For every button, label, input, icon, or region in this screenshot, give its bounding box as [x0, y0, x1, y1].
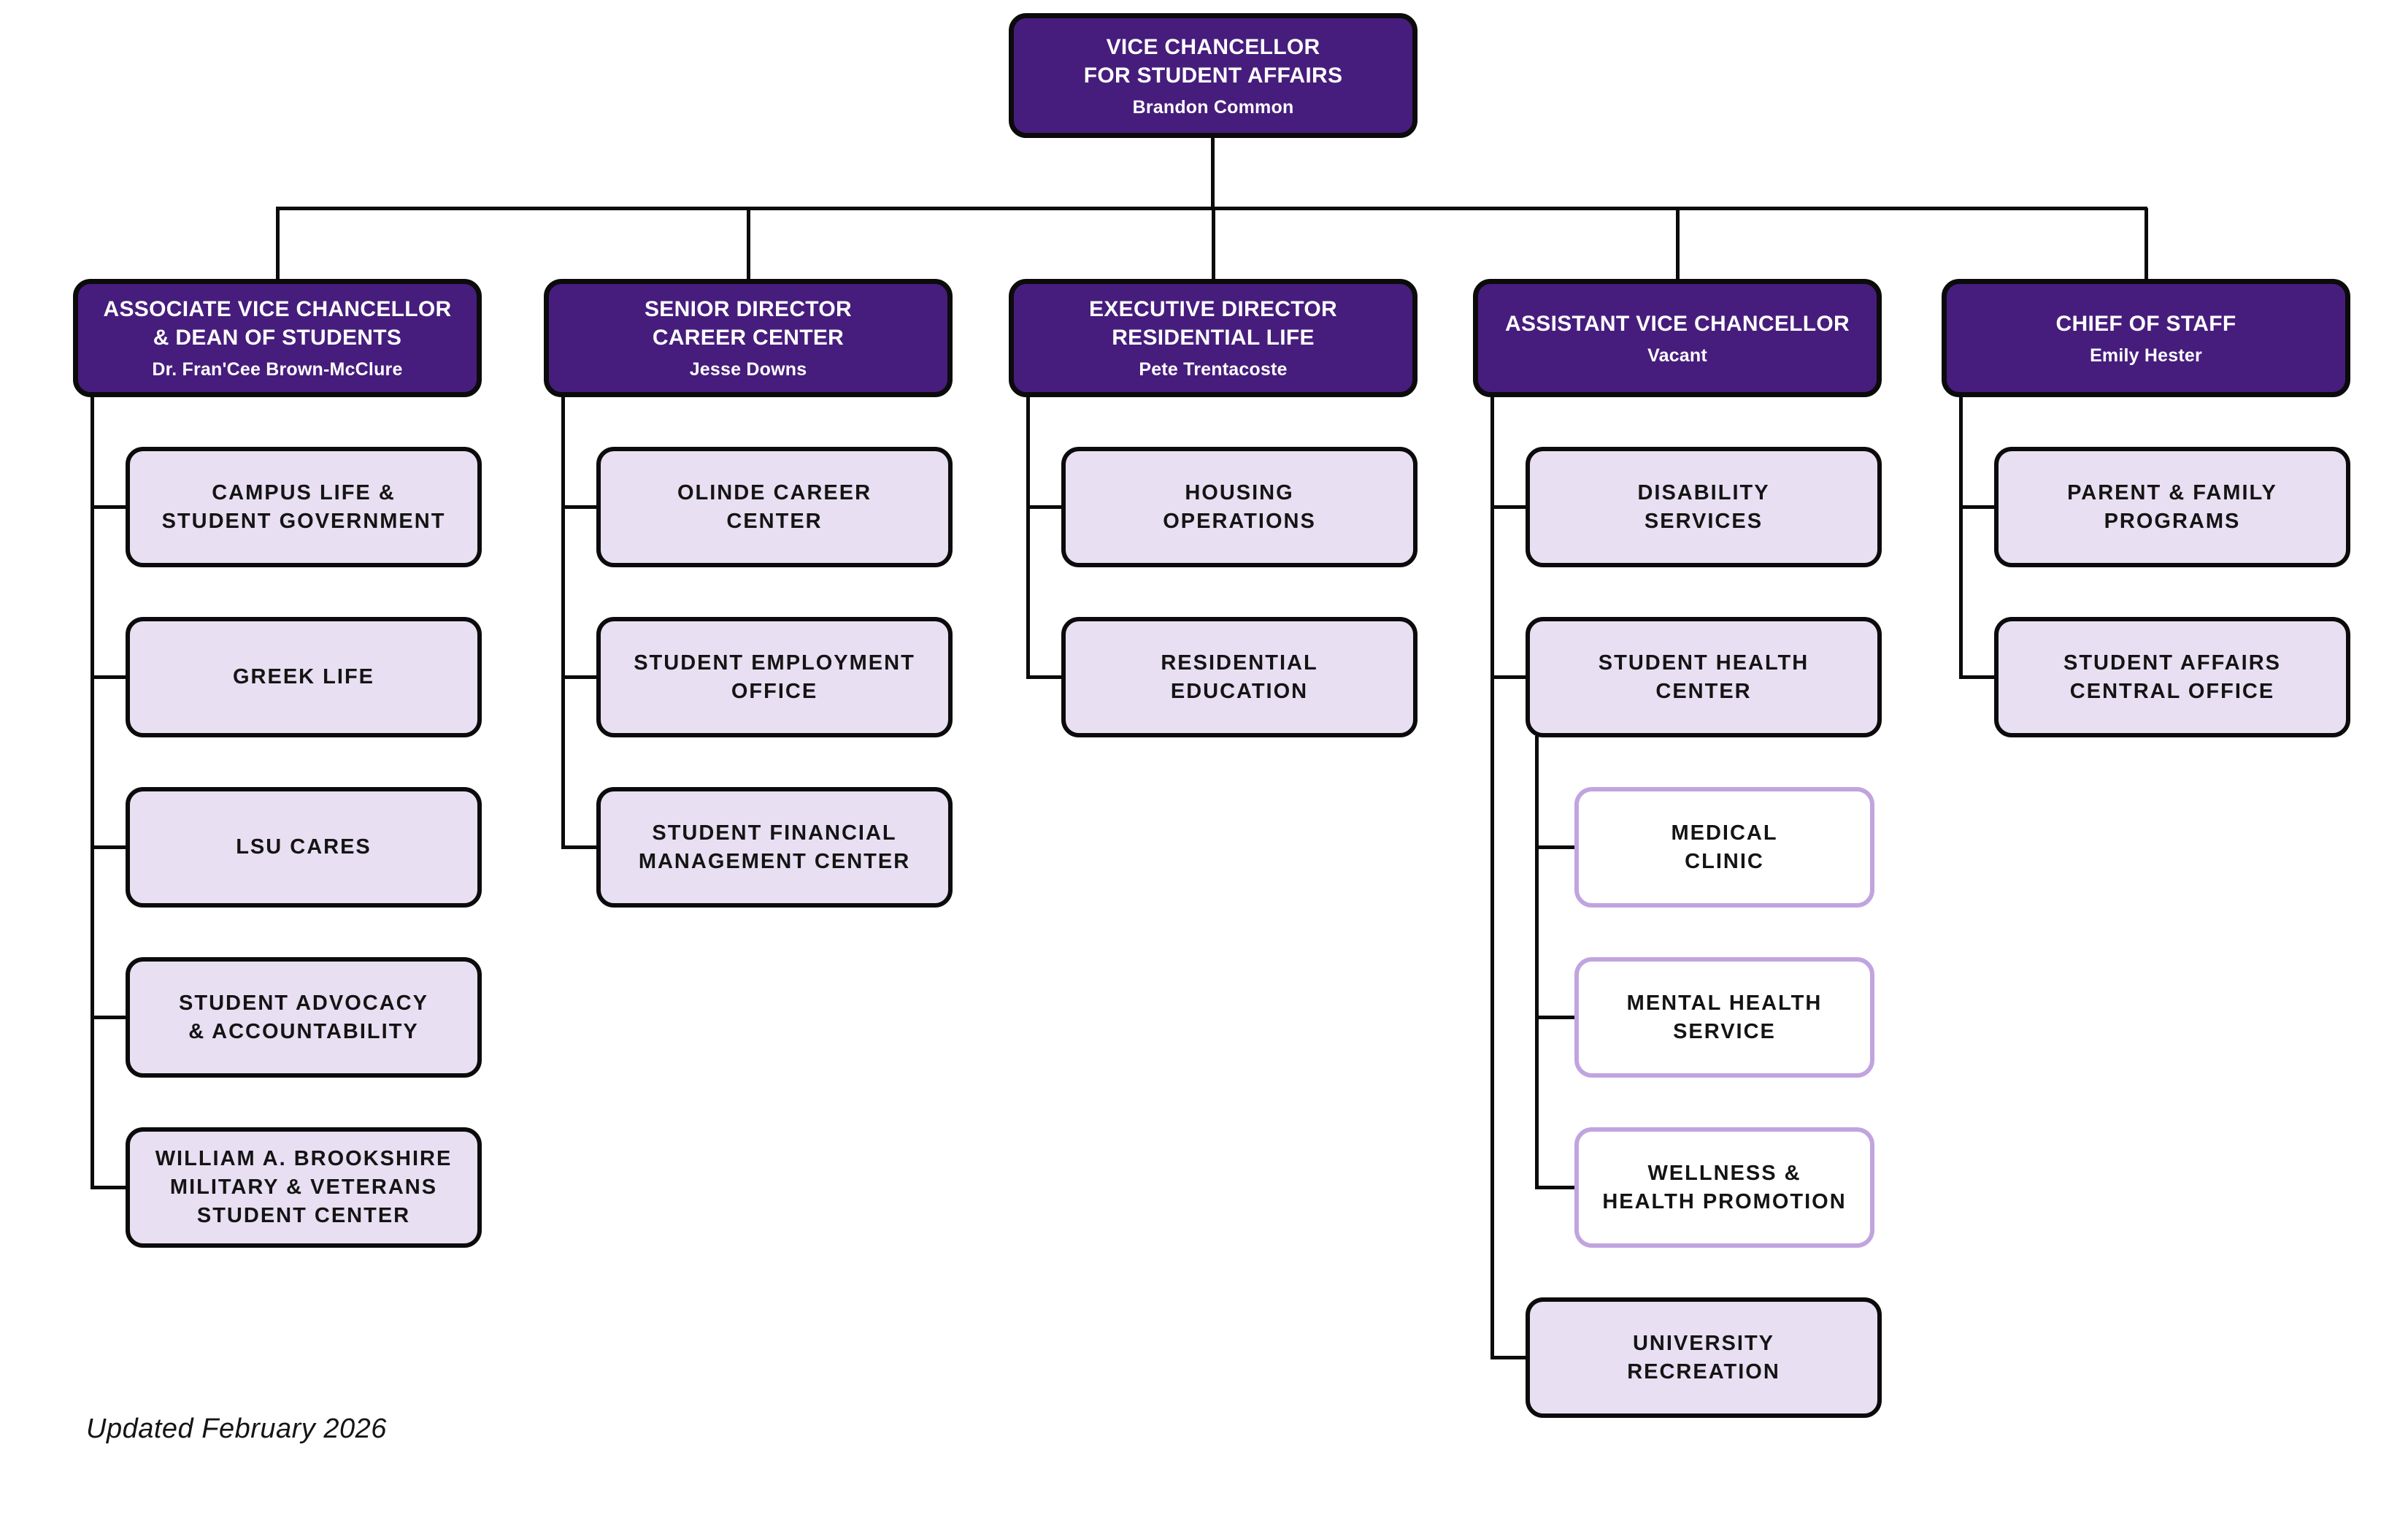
- connector-stub: [1026, 675, 1063, 679]
- updated-date-label: Updated February 2026: [86, 1413, 387, 1444]
- connector-stub: [1490, 1356, 1527, 1359]
- org-box-chief-of-staff: CHIEF OF STAFF Emily Hester: [1942, 279, 2350, 397]
- connector-stub: [1026, 505, 1063, 509]
- connector-stub: [1490, 675, 1527, 679]
- org-box-student-financial-management: STUDENT FINANCIAL MANAGEMENT CENTER: [596, 787, 953, 908]
- connector-branch3-vertical: [1026, 397, 1030, 678]
- org-box-senior-director-career: SENIOR DIRECTOR CAREER CENTER Jesse Down…: [544, 279, 953, 397]
- connector-drop-branch-2: [747, 208, 750, 279]
- box-label: PARENT & FAMILY PROGRAMS: [2067, 480, 2277, 533]
- box-title: SENIOR DIRECTOR CAREER CENTER: [645, 297, 852, 350]
- box-title: ASSOCIATE VICE CHANCELLOR & DEAN OF STUD…: [103, 297, 452, 350]
- org-box-mental-health-service: MENTAL HEALTH SERVICE: [1574, 957, 1874, 1078]
- box-label: STUDENT AFFAIRS CENTRAL OFFICE: [2063, 651, 2281, 703]
- connector-stub: [1535, 845, 1574, 849]
- org-box-assoc-vice-chancellor-dean: ASSOCIATE VICE CHANCELLOR & DEAN OF STUD…: [73, 279, 482, 397]
- connector-stub: [561, 675, 598, 679]
- box-person-name: Dr. Fran'Cee Brown-McClure: [152, 359, 403, 380]
- box-label: LSU CARES: [236, 835, 372, 859]
- box-person-name: Pete Trentacoste: [1139, 359, 1288, 380]
- org-box-campus-life-student-government: CAMPUS LIFE & STUDENT GOVERNMENT: [126, 447, 482, 567]
- connector-stub: [91, 1186, 127, 1189]
- box-label: MENTAL HEALTH SERVICE: [1626, 991, 1823, 1043]
- org-box-lsu-cares: LSU CARES: [126, 787, 482, 908]
- connector-stub: [561, 505, 598, 509]
- box-label: MEDICAL CLINIC: [1671, 821, 1778, 873]
- connector-stub: [91, 675, 127, 679]
- box-label: RESIDENTIAL EDUCATION: [1161, 651, 1318, 703]
- connector-stub: [91, 505, 127, 509]
- box-label: HOUSING OPERATIONS: [1163, 480, 1316, 533]
- connector-branch2-vertical: [561, 397, 565, 848]
- box-label: GREEK LIFE: [232, 665, 374, 688]
- box-person-name: Emily Hester: [2090, 345, 2202, 366]
- connector-root-drop: [1211, 138, 1215, 208]
- org-box-housing-operations: HOUSING OPERATIONS: [1061, 447, 1418, 567]
- box-title: ASSISTANT VICE CHANCELLOR: [1505, 311, 1850, 336]
- connector-branch4-vertical: [1490, 397, 1494, 1358]
- box-label: UNIVERSITY RECREATION: [1627, 1331, 1780, 1384]
- connector-stub: [1535, 1186, 1574, 1189]
- box-label: DISABILITY SERVICES: [1637, 480, 1770, 533]
- box-label: CAMPUS LIFE & STUDENT GOVERNMENT: [161, 480, 446, 533]
- box-person-name: Vacant: [1647, 345, 1707, 366]
- box-label: OLINDE CAREER CENTER: [677, 480, 872, 533]
- connector-health-vertical: [1535, 736, 1539, 1189]
- box-person-name: Jesse Downs: [689, 359, 807, 380]
- connector-drop-branch-1: [276, 208, 280, 279]
- box-label: STUDENT ADVOCACY & ACCOUNTABILITY: [179, 991, 428, 1043]
- box-title: VICE CHANCELLOR FOR STUDENT AFFAIRS: [1083, 34, 1343, 88]
- connector-stub: [1959, 505, 1996, 509]
- box-label: STUDENT FINANCIAL MANAGEMENT CENTER: [638, 821, 911, 873]
- connector-drop-branch-5: [2144, 208, 2148, 279]
- org-box-student-affairs-central-office: STUDENT AFFAIRS CENTRAL OFFICE: [1994, 617, 2350, 737]
- box-label: STUDENT EMPLOYMENT OFFICE: [634, 651, 915, 703]
- box-title: EXECUTIVE DIRECTOR RESIDENTIAL LIFE: [1089, 297, 1337, 350]
- org-box-university-recreation: UNIVERSITY RECREATION: [1526, 1297, 1882, 1418]
- org-box-assistant-vice-chancellor: ASSISTANT VICE CHANCELLOR Vacant: [1473, 279, 1882, 397]
- connector-stub: [91, 845, 127, 849]
- org-box-vice-chancellor: VICE CHANCELLOR FOR STUDENT AFFAIRS Bran…: [1009, 13, 1418, 138]
- connector-branch1-vertical: [91, 397, 94, 1188]
- org-box-exec-director-residential: EXECUTIVE DIRECTOR RESIDENTIAL LIFE Pete…: [1009, 279, 1418, 397]
- connector-branch5-vertical: [1959, 397, 1963, 678]
- org-box-olinde-career-center: OLINDE CAREER CENTER: [596, 447, 953, 567]
- org-box-student-health-center: STUDENT HEALTH CENTER: [1526, 617, 1882, 737]
- connector-stub: [1959, 675, 1996, 679]
- connector-stub: [561, 845, 598, 849]
- box-label: STUDENT HEALTH CENTER: [1598, 651, 1809, 703]
- connector-stub: [1490, 505, 1527, 509]
- box-label: WELLNESS & HEALTH PROMOTION: [1602, 1161, 1847, 1213]
- org-box-parent-family-programs: PARENT & FAMILY PROGRAMS: [1994, 447, 2350, 567]
- connector-drop-branch-3: [1212, 208, 1215, 279]
- connector-drop-branch-4: [1676, 208, 1680, 279]
- connector-stub: [91, 1016, 127, 1019]
- org-box-residential-education: RESIDENTIAL EDUCATION: [1061, 617, 1418, 737]
- org-box-wellness-health-promotion: WELLNESS & HEALTH PROMOTION: [1574, 1127, 1874, 1248]
- org-box-greek-life: GREEK LIFE: [126, 617, 482, 737]
- org-box-disability-services: DISABILITY SERVICES: [1526, 447, 1882, 567]
- org-box-medical-clinic: MEDICAL CLINIC: [1574, 787, 1874, 908]
- org-box-brookshire-military-veterans: WILLIAM A. BROOKSHIRE MILITARY & VETERAN…: [126, 1127, 482, 1248]
- box-label: WILLIAM A. BROOKSHIRE MILITARY & VETERAN…: [155, 1147, 453, 1227]
- org-box-student-employment-office: STUDENT EMPLOYMENT OFFICE: [596, 617, 953, 737]
- box-title: CHIEF OF STAFF: [2055, 311, 2236, 336]
- connector-stub: [1535, 1016, 1574, 1019]
- box-person-name: Brandon Common: [1132, 96, 1294, 118]
- org-box-student-advocacy-accountability: STUDENT ADVOCACY & ACCOUNTABILITY: [126, 957, 482, 1078]
